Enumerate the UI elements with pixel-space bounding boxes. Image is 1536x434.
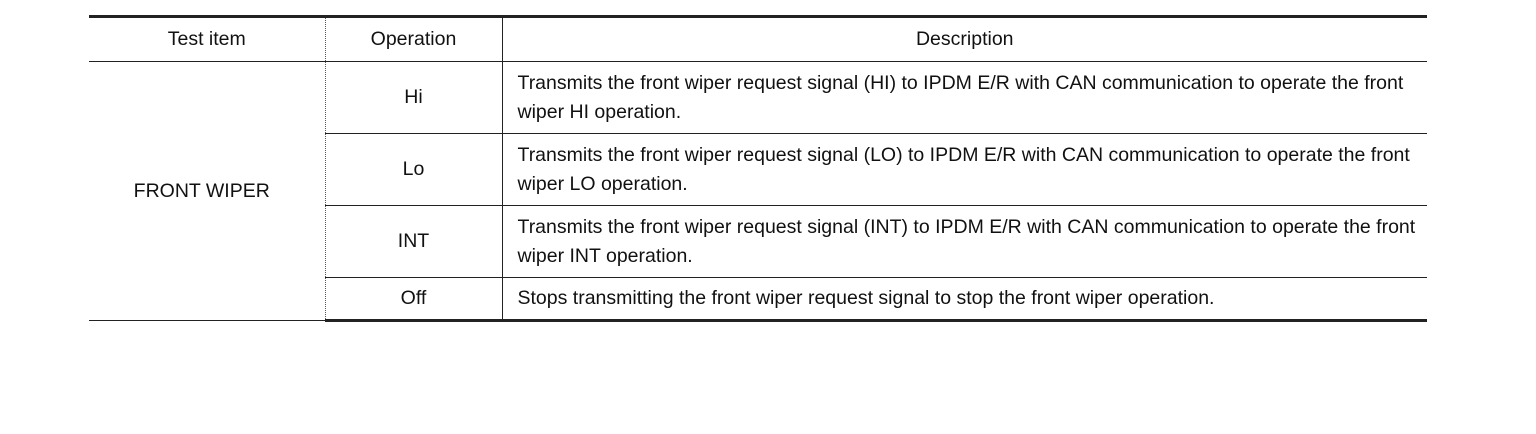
description-cell: Transmits the front wiper request signal… [502,205,1427,278]
table-row: Off Stops transmitting the front wiper r… [89,277,1427,322]
operation-cell: Lo [325,133,503,206]
operation-cell: INT [325,205,503,278]
table-header-row: Test item Operation Description [89,15,1427,62]
operation-cell: Hi [325,61,503,134]
table-row: Lo Transmits the front wiper request sig… [89,133,1427,206]
test-item-table: Test item Operation Description FRONT WI… [89,15,1427,322]
test-item-cell: FRONT WIPER [89,61,326,321]
table-row: FRONT WIPER Hi Transmits the front wiper… [89,61,1427,321]
description-cell: Transmits the front wiper request signal… [502,133,1427,206]
table-row: INT Transmits the front wiper request si… [89,205,1427,278]
description-cell: Transmits the front wiper request signal… [502,61,1427,134]
operation-cell: Off [325,277,503,322]
header-operation: Operation [325,15,503,62]
header-description: Description [502,15,1427,62]
description-cell: Stops transmitting the front wiper reque… [502,277,1427,322]
header-test-item: Test item [89,15,326,62]
